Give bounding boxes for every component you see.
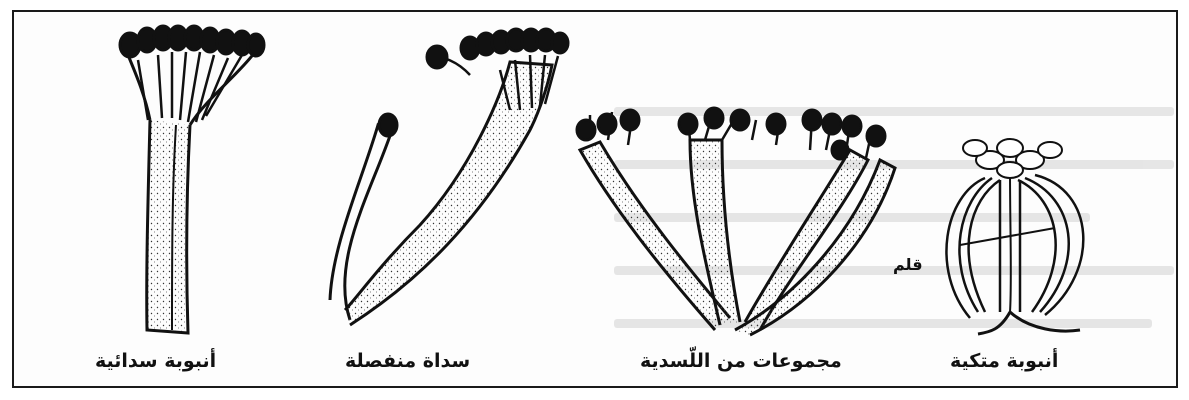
caption-separate-stamen: سداة منفصلة xyxy=(345,350,470,372)
separate-stamen-drawing xyxy=(330,29,568,325)
callout-pointer xyxy=(960,228,1055,245)
stamen-column-drawing xyxy=(946,139,1083,334)
style-label: قلم xyxy=(893,255,923,274)
stamen-tube-drawing xyxy=(120,26,264,333)
stamen-groups-drawing xyxy=(577,108,895,335)
caption-stamen-column: أنبوبة متكية xyxy=(950,350,1058,372)
caption-stamen-groups: مجموعات من اللّسدية xyxy=(640,350,842,372)
caption-stamen-tube: أنبوبة سدائية xyxy=(95,350,216,372)
